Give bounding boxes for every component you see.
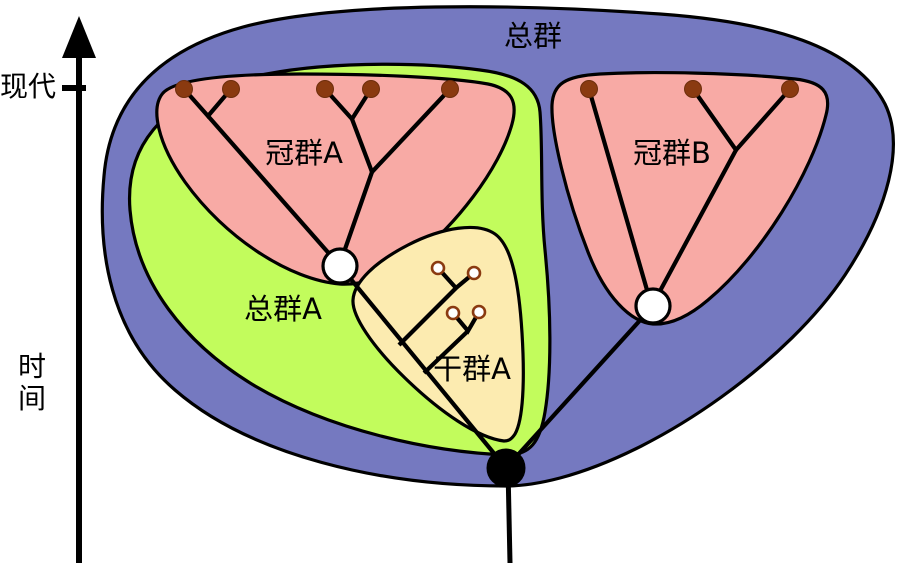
tip-dot — [175, 80, 193, 98]
axis-arrowhead — [62, 16, 96, 58]
tip-dot — [580, 80, 598, 98]
label-total-group-a: 总群A — [244, 292, 322, 326]
label-time-char-2: 间 — [18, 382, 46, 415]
label-stem-group-a: 干群A — [433, 352, 511, 386]
crown-b-tip-dots — [580, 80, 799, 98]
stem-group-a-tree — [397, 266, 481, 375]
extinct-tip-dot — [471, 304, 487, 320]
extinct-tip-dot — [466, 265, 482, 281]
tip-dot — [781, 80, 799, 98]
label-crown-group-b: 冠群B — [633, 136, 711, 170]
region-crown-group-a[interactable] — [155, 72, 516, 286]
region-crown-group-b[interactable] — [550, 71, 830, 326]
crown-b-mrca-node[interactable] — [634, 287, 672, 325]
crown-group-a-tree — [182, 87, 452, 268]
crown-group-b-tree — [586, 87, 792, 292]
tip-dot — [222, 80, 240, 98]
root-node[interactable] — [486, 448, 526, 488]
region-stem-group-a[interactable] — [351, 225, 525, 443]
tip-dot — [441, 80, 459, 98]
label-total-group: 总群 — [504, 19, 562, 53]
tip-dot — [316, 80, 334, 98]
crown-a-mrca-node[interactable] — [321, 247, 359, 285]
label-time-char-1: 时 — [18, 350, 46, 383]
extinct-tip-dot — [445, 305, 461, 321]
tip-dot — [362, 80, 380, 98]
label-time: 时 间 — [18, 350, 46, 415]
crown-a-tip-dots — [175, 80, 459, 98]
label-present: 现代 — [0, 70, 56, 103]
tip-dot — [684, 80, 702, 98]
stem-a-extinct-dots — [430, 260, 487, 321]
label-crown-group-a: 冠群A — [265, 136, 343, 170]
backbone-branches — [338, 264, 655, 470]
extinct-tip-dot — [430, 260, 446, 276]
time-axis — [62, 16, 96, 563]
